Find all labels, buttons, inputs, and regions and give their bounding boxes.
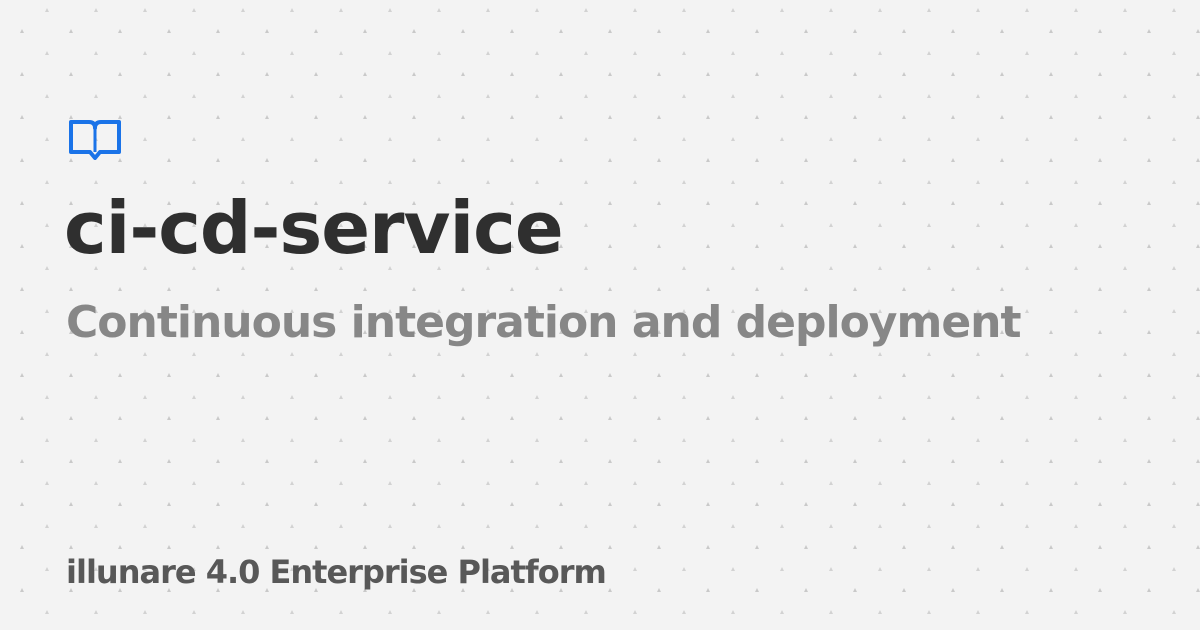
- book-icon: [69, 120, 121, 160]
- page-title: ci-cd-service: [64, 186, 564, 270]
- page-subtitle: Continuous integration and deployment: [66, 297, 1022, 348]
- platform-label: illunare 4.0 Enterprise Platform: [66, 553, 607, 591]
